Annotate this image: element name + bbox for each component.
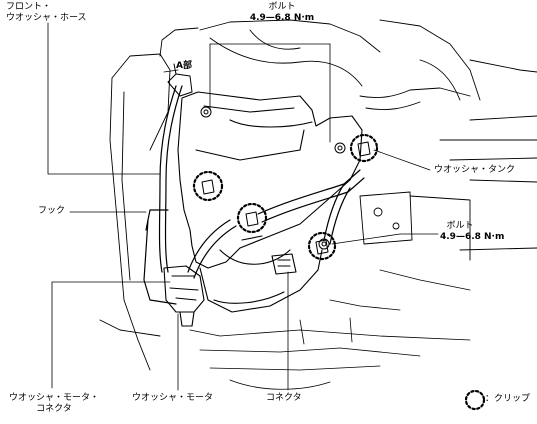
label-bolt-top: ボルト: [268, 2, 296, 12]
washer-hose: [143, 85, 365, 305]
label-bolt-right-torque: 4.9—6.8 N·m: [440, 232, 505, 242]
body-pillar: [99, 27, 199, 371]
legend-clip-icon: [464, 389, 486, 411]
clip-marker-3: [349, 133, 379, 163]
clip-marker-1: [192, 170, 224, 202]
clip-bodies: [201, 141, 371, 255]
label-front-washer-hose-1: フロント・: [6, 2, 52, 12]
label-motor-connector-2: コネクタ: [36, 404, 72, 414]
tank-lower: [199, 249, 323, 313]
leader-lines: [47, 22, 439, 391]
upper-structure: [199, 19, 537, 161]
washer-tank: [177, 91, 363, 269]
label-washer-motor: ウオッシャ・モータ: [132, 393, 214, 403]
label-front-washer-hose-2: ウオッシャ・ホース: [6, 13, 87, 23]
legend-clip-label: ：クリップ: [485, 394, 531, 404]
bolt-top-right: [334, 142, 346, 154]
label-motor-connector-1: ウオッシャ・モータ・: [8, 393, 99, 403]
label-washer-tank: ウオッシャ・タンク: [434, 165, 516, 175]
bolt-lower-right: [318, 238, 330, 250]
bolt-top-left: [200, 106, 212, 118]
label-bolt-right: ボルト: [446, 221, 474, 231]
right-bracket: [359, 179, 537, 261]
label-part-a: A部: [176, 61, 192, 71]
clip-marker-4: [307, 231, 337, 261]
washer-motor: [163, 265, 205, 327]
label-hook: フック: [38, 206, 66, 216]
clip-marker-2: [236, 202, 268, 234]
connector-part: [271, 253, 297, 275]
label-bolt-top-torque: 4.9—6.8 N·m: [249, 13, 315, 23]
label-connector: コネクタ: [266, 393, 302, 403]
clip-markers: [192, 133, 379, 261]
part-a-bracket: [167, 63, 193, 97]
floor-structure: [189, 269, 471, 390]
